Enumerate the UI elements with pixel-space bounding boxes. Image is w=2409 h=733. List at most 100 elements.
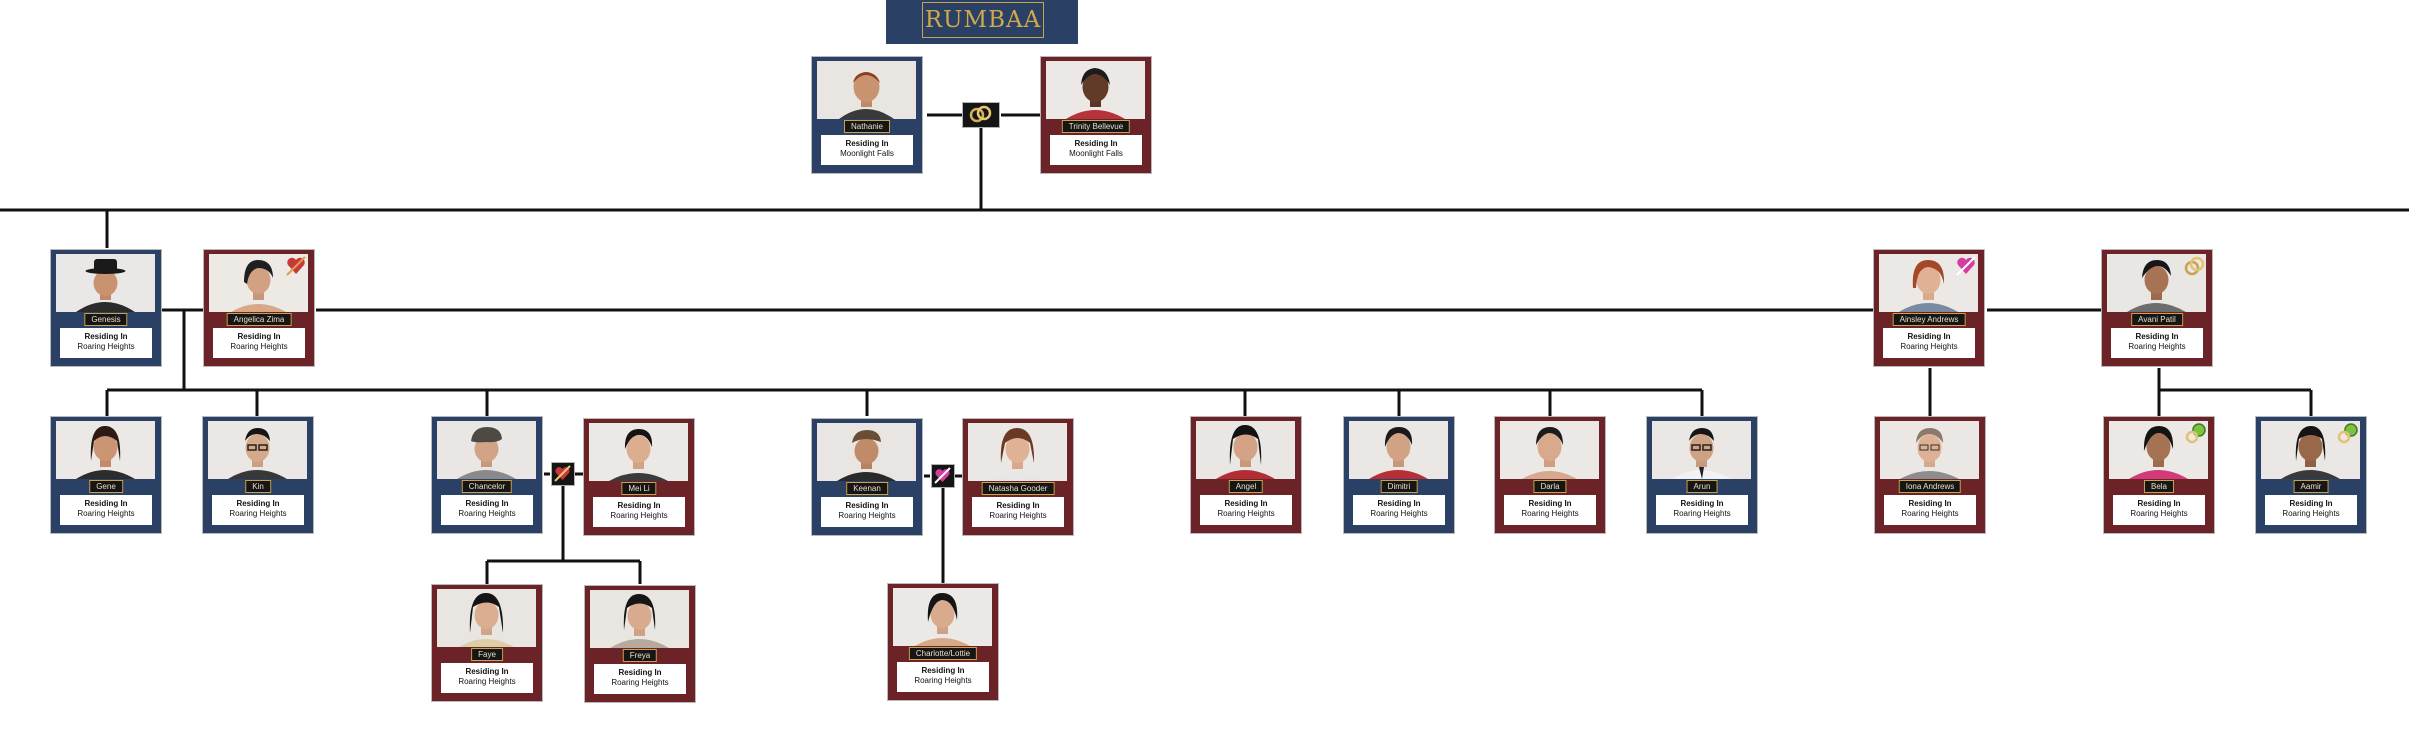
person-name: Kin <box>245 480 271 493</box>
portrait <box>1880 421 1979 479</box>
portrait <box>2107 254 2206 312</box>
residing-label: Residing In <box>84 332 128 341</box>
residing-label: Residing In <box>845 501 889 510</box>
person-name: Faye <box>471 648 503 661</box>
person-name: Iona Andrews <box>1898 480 1962 493</box>
portrait <box>1196 421 1295 479</box>
divorce-knot-chancelor-meili <box>551 462 575 486</box>
residing-label: Residing In <box>921 666 965 675</box>
residence-location: Moonlight Falls <box>1069 149 1123 158</box>
portrait <box>2261 421 2360 479</box>
residence-location: Roaring Heights <box>458 677 516 686</box>
wedding-rings-icon <box>969 105 992 123</box>
residing-label: Residing In <box>1907 332 1951 341</box>
person-name: Mei Li <box>621 482 657 495</box>
residing-label: Residing In <box>2289 499 2333 508</box>
residence-location: Roaring Heights <box>1900 342 1958 351</box>
residence-location: Roaring Heights <box>914 676 972 685</box>
person-name: Trinity Bellevue <box>1061 120 1131 133</box>
residence-location: Roaring Heights <box>229 509 287 518</box>
person-name: Chancelor <box>461 480 513 493</box>
portrait <box>817 423 916 481</box>
residence-location: Roaring Heights <box>989 511 1047 520</box>
residing-label: Residing In <box>84 499 128 508</box>
family-name-banner: RUMBAA <box>886 0 1078 44</box>
family-name: RUMBAA <box>922 2 1044 38</box>
residing-label: Residing In <box>618 668 662 677</box>
residence-location: Roaring Heights <box>77 342 135 351</box>
portrait <box>590 590 689 648</box>
person-name: Bela <box>2143 480 2175 493</box>
portrait <box>2109 421 2208 479</box>
person-name: Angel <box>1228 480 1264 493</box>
person-name: Dimitri <box>1380 480 1418 493</box>
residence-location: Roaring Heights <box>2282 509 2340 518</box>
pacifier-icon <box>2337 423 2358 444</box>
portrait <box>56 254 155 312</box>
residence-location: Roaring Heights <box>1217 509 1275 518</box>
residing-label: Residing In <box>2137 499 2181 508</box>
person-name: Arun <box>1686 480 1718 493</box>
portrait <box>1500 421 1599 479</box>
residence-location: Roaring Heights <box>2128 342 2186 351</box>
person-name: Natasha Gooder <box>981 482 1055 495</box>
residence-location: Roaring Heights <box>230 342 288 351</box>
residence-location: Roaring Heights <box>458 509 516 518</box>
residing-label: Residing In <box>1680 499 1724 508</box>
person-name: Keenan <box>846 482 888 495</box>
portrait <box>56 421 155 479</box>
person-name: Aamir <box>2293 480 2329 493</box>
portrait <box>968 423 1067 481</box>
portrait <box>437 589 536 647</box>
person-name: Avani Patil <box>2131 313 2183 326</box>
residing-label: Residing In <box>996 501 1040 510</box>
residing-label: Residing In <box>236 499 280 508</box>
residing-label: Residing In <box>1224 499 1268 508</box>
residing-label: Residing In <box>465 667 509 676</box>
person-name: Charlotte/Lottie <box>908 647 978 660</box>
person-name: Genesis <box>84 313 128 326</box>
portrait <box>893 588 992 646</box>
person-name: Gene <box>89 480 123 493</box>
broken-heart-icon <box>554 465 571 482</box>
